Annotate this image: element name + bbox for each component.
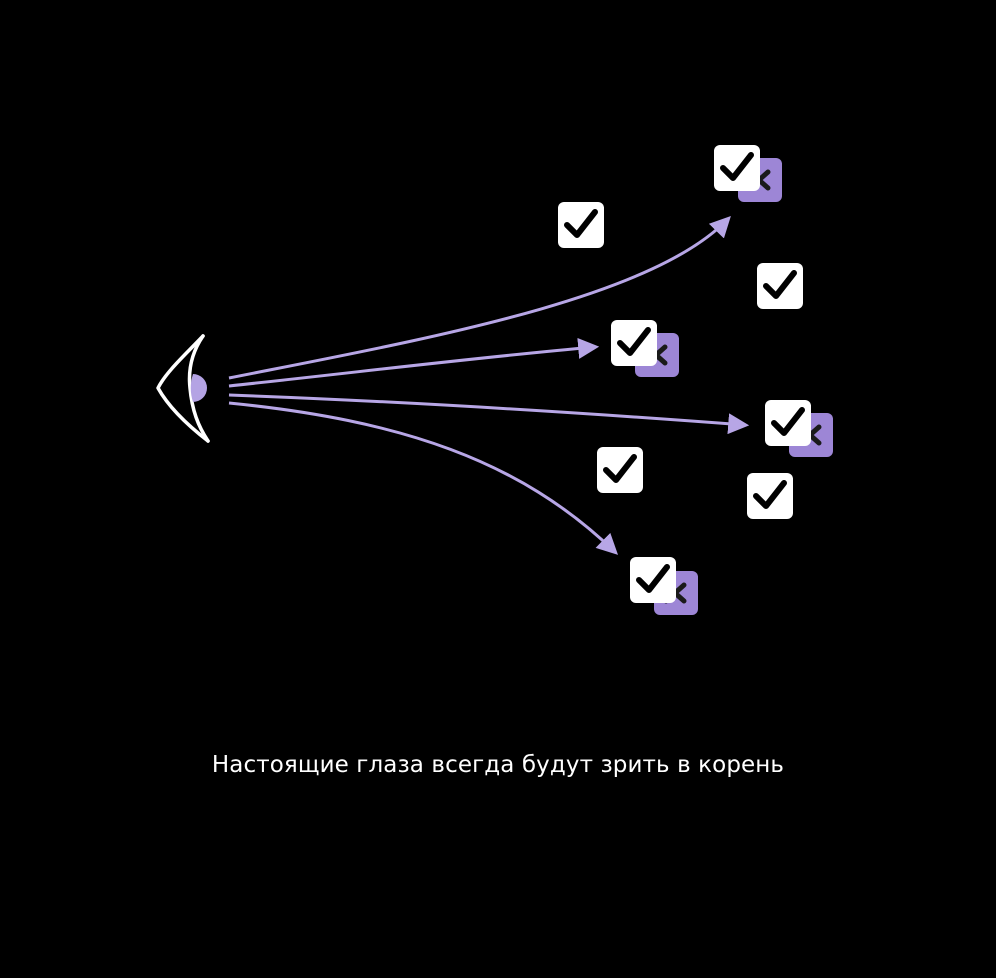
- checkbox-checked-icon: [757, 263, 803, 309]
- checkbox-checked-icon: [611, 320, 657, 366]
- eye-icon: [156, 334, 210, 443]
- sight-arrow-lower-middle: [228, 393, 750, 435]
- checkbox-checked-icon: [765, 400, 811, 446]
- sight-arrow-bottom: [228, 401, 619, 555]
- checkbox-checked-icon: [597, 447, 643, 493]
- target-checkbox-pair-bottom: [630, 557, 698, 615]
- checkbox-checked-icon: [558, 202, 604, 248]
- target-checkbox-pair-top: [714, 145, 782, 202]
- target-checkbox-pair-lower-middle: [765, 400, 833, 457]
- sight-arrow-upper-middle: [228, 337, 600, 388]
- eye-pupil: [190, 374, 207, 402]
- checkbox-checked-icon: [714, 145, 760, 191]
- checkbox-checked-icon: [747, 473, 793, 519]
- checkbox-checked-icon: [630, 557, 676, 603]
- target-checkbox-pair-upper-middle: [611, 320, 679, 377]
- sight-arrow-top: [228, 215, 731, 380]
- caption-text: Настоящие глаза всегда будут зрить в кор…: [211, 752, 785, 778]
